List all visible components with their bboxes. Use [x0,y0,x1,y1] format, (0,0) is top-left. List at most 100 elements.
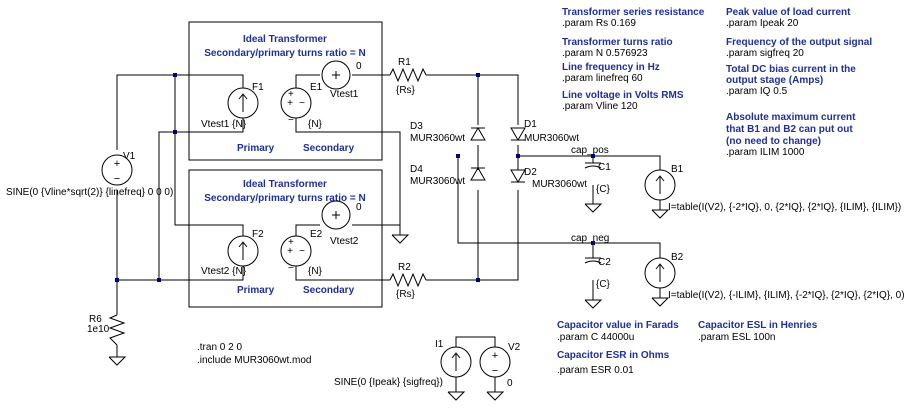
ground-icon [486,391,505,401]
param-line: .param ESR 0.01 [557,365,634,376]
net-cap-neg: cap_neg [571,233,609,244]
d2-name: D2 [524,167,537,178]
r2-resistor[interactable] [389,272,427,288]
b2-name: B2 [671,252,684,263]
param-line: .param IQ 0.5 [726,86,788,97]
svg-text:+: + [288,89,294,100]
ground-icon [447,391,466,401]
d3-diode[interactable] [470,127,486,141]
transformer2-subtitle: Secondary/primary turns ratio = N [204,193,365,204]
v1-name: V1 [123,151,136,162]
ground-icon [651,297,670,307]
b1-source[interactable] [644,169,676,201]
r1-value: {Rs} [396,85,416,96]
f2-value: Vtest2 {N} [201,266,247,277]
param-comment: Absolute maximum current [726,112,856,123]
r2-value: {Rs} [396,289,416,300]
transformer2-box[interactable] [188,169,383,308]
junctions [115,73,595,282]
v1-source[interactable]: + − [101,154,133,186]
v2-source[interactable]: + − [479,346,511,378]
transformer2-secondary-label: Secondary [303,285,355,296]
transformer1-title: Ideal Transformer [243,34,327,45]
param-line: .param linefreq 60 [562,73,643,84]
transformer1-primary-label: Primary [237,143,275,154]
d3-name: D3 [410,121,423,132]
d1-diode[interactable] [510,127,526,141]
r1-resistor[interactable] [389,67,427,83]
d1-model: MUR3060wt [524,133,579,144]
e2-source[interactable]: + − + − [280,235,312,274]
f2-name: F2 [252,229,264,240]
r6-resistor[interactable] [108,314,126,346]
d4-model: MUR3060wt [410,176,465,187]
sim-tran: .tran 0 2 0 [197,342,242,353]
param-comment: Transformer turns ratio [562,37,673,48]
param-line: .param Vline 120 [562,101,638,112]
param-comment: Line frequency in Hz [562,62,660,73]
svg-text:−: − [492,365,498,377]
r1-name: R1 [398,57,411,68]
f1-name: F1 [252,82,264,93]
ground-icon [108,356,127,366]
param-comment: output stage (Amps) [726,75,823,86]
c2-capacitor[interactable] [584,257,602,264]
wiring [116,74,661,392]
param-line: .param Rs 0.169 [562,18,636,29]
e1-source[interactable]: + − + − [280,87,312,126]
b2-expr: I=table(I(V2), {-ILIM}, {ILIM}, {-2*IQ},… [668,290,905,301]
param-line: .param N 0.576923 [562,48,648,59]
param-comment: that B1 and B2 can put out [726,124,853,135]
v2-name: V2 [508,342,521,353]
param-line: .param Ipeak 20 [726,18,799,29]
v2-value: 0 [507,378,513,389]
d1-name: D1 [524,119,537,130]
svg-text:−: − [299,246,305,257]
v1-value: SINE(0 {Vline*sqrt(2)} {linefreq} 0 0 0) [6,187,173,198]
sim-include: .include MUR3060wt.mod [197,355,312,366]
ground-icon [391,234,410,244]
transformer1-box[interactable] [188,21,383,161]
c1-value: {C} [596,184,611,195]
svg-text:−: − [299,98,305,109]
vtest1-name: Vtest1 [330,89,359,100]
param-comment: Capacitor ESL in Henries [698,320,818,331]
c2-name: C2 [598,257,611,268]
i1-source[interactable] [440,346,472,378]
vtest2-source[interactable] [321,200,351,230]
ground-icon [584,203,603,213]
f1-source[interactable] [227,87,259,119]
param-comment: Frequency of the output signal [726,37,872,48]
param-comment: Transformer series resistance [562,7,705,18]
ground-icon [584,299,603,309]
c2-value: {C} [596,279,611,290]
f2-source[interactable] [227,235,259,267]
r6-value: 1e10 [87,324,110,335]
ground-icon [651,209,670,219]
svg-text:−: − [114,173,120,185]
e1-name: E1 [310,82,323,93]
i1-name: I1 [435,339,444,350]
transformer1-secondary-label: Secondary [303,143,355,154]
b1-expr: I=table(I(V2), {-2*IQ}, 0, {2*IQ}, {2*IQ… [668,202,901,213]
d4-diode[interactable] [470,167,486,181]
i1-value: SINE(0 {Ipeak} {sigfreq}) [334,377,443,388]
svg-text:+: + [114,158,120,170]
param-line: .param ESL 100n [698,332,775,343]
param-line: .param sigfreq 20 [726,48,804,59]
b1-name: B1 [671,164,684,175]
param-comment: Total DC bias current in the [726,64,856,75]
e2-value: {N} [308,266,323,277]
d2-diode[interactable] [510,169,526,183]
vtest2-name: Vtest2 [330,236,359,247]
b2-source[interactable] [644,257,676,289]
c1-capacitor[interactable] [584,162,602,169]
f1-value: Vtest1 {N} [201,119,247,130]
e1-value: {N} [308,119,323,130]
param-line: .param ILIM 1000 [726,147,805,158]
e2-name: E2 [310,229,323,240]
param-line: .param C 44000u [557,332,634,343]
vtest1-source[interactable] [321,60,351,90]
r2-name: R2 [398,262,411,273]
